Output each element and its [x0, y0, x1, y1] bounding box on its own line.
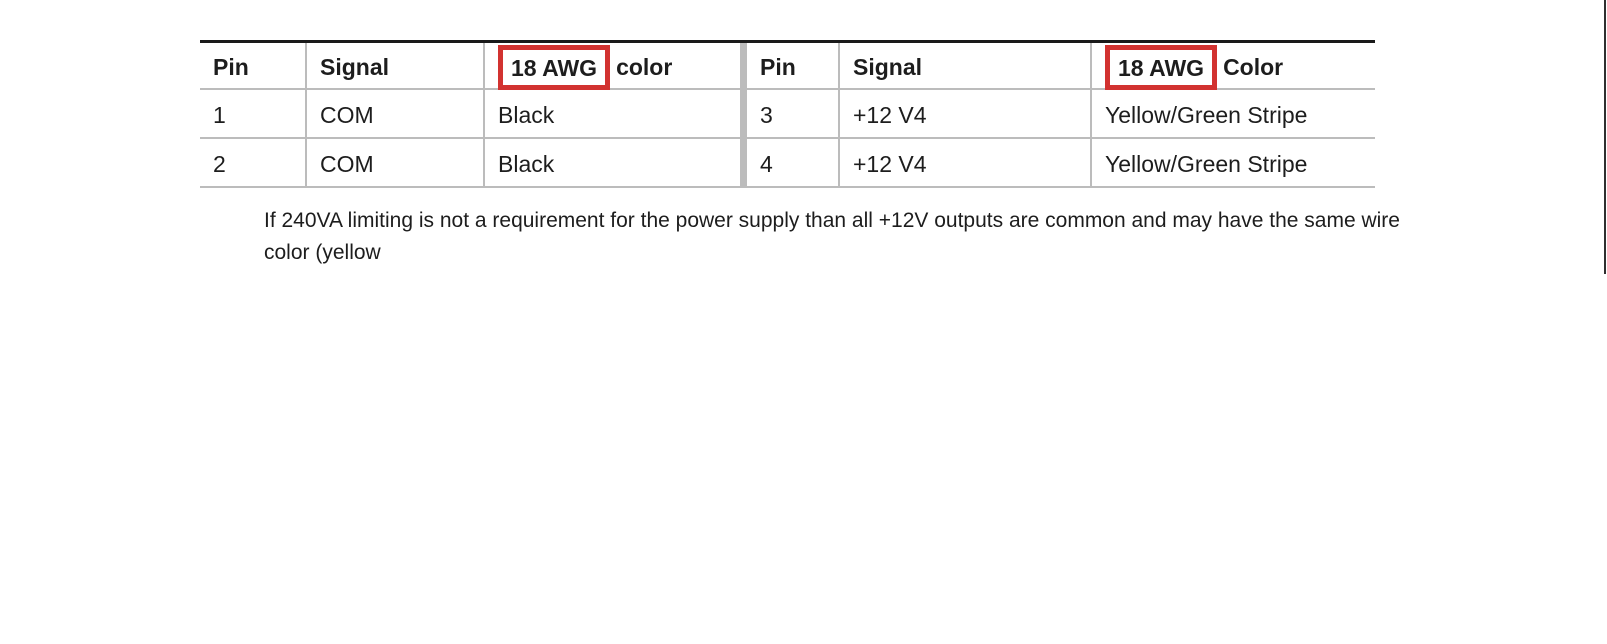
data-cell-pin: 1 [200, 90, 305, 139]
header-cell-awg-color-left: 18 AWG color [483, 43, 740, 91]
header-cell-awg-color-right: 18 AWG Color [1090, 43, 1375, 91]
header-cell-signal-right: Signal [838, 43, 1090, 90]
data-cell-signal: COM [305, 139, 483, 188]
data-cell-pin: 2 [200, 139, 305, 188]
header-cell-signal-left: Signal [305, 43, 483, 90]
header-label-pin-right: Pin [760, 53, 796, 80]
data-cell-signal: COM [305, 90, 483, 139]
right-edge-line [1604, 0, 1606, 274]
data-cell-wire-color: Yellow/Green Stripe [1090, 90, 1375, 139]
awg-highlight-box-right: 18 AWG [1105, 44, 1218, 91]
awg-highlight-box-left: 18 AWG [498, 44, 611, 91]
header-label-awg-rest-left: color [616, 53, 673, 80]
note-line-2: color (yellow [264, 241, 381, 264]
data-cell-signal: +12 V4 [838, 90, 1090, 139]
data-cell-pin: 4 [740, 139, 838, 188]
data-cell-wire-color: Black [483, 90, 740, 139]
header-label-signal-left: Signal [320, 53, 390, 80]
wiring-pinout-table: Pin Signal 18 AWG color Pin Signal 18 AW… [200, 40, 1375, 188]
header-label-signal-right: Signal [853, 53, 923, 80]
header-cell-pin-right: Pin [740, 43, 838, 90]
header-cell-pin-left: Pin [200, 43, 305, 90]
data-cell-signal: +12 V4 [838, 139, 1090, 188]
header-label-pin-left: Pin [213, 53, 249, 80]
note-line-1: If 240VA limiting is not a requirement f… [264, 209, 1400, 232]
data-cell-wire-color: Yellow/Green Stripe [1090, 139, 1375, 188]
data-cell-wire-color: Black [483, 139, 740, 188]
header-label-awg-rest-right: Color [1223, 53, 1284, 80]
note-paragraph: If 240VA limiting is not a requirement f… [264, 205, 1400, 269]
data-cell-pin: 3 [740, 90, 838, 139]
